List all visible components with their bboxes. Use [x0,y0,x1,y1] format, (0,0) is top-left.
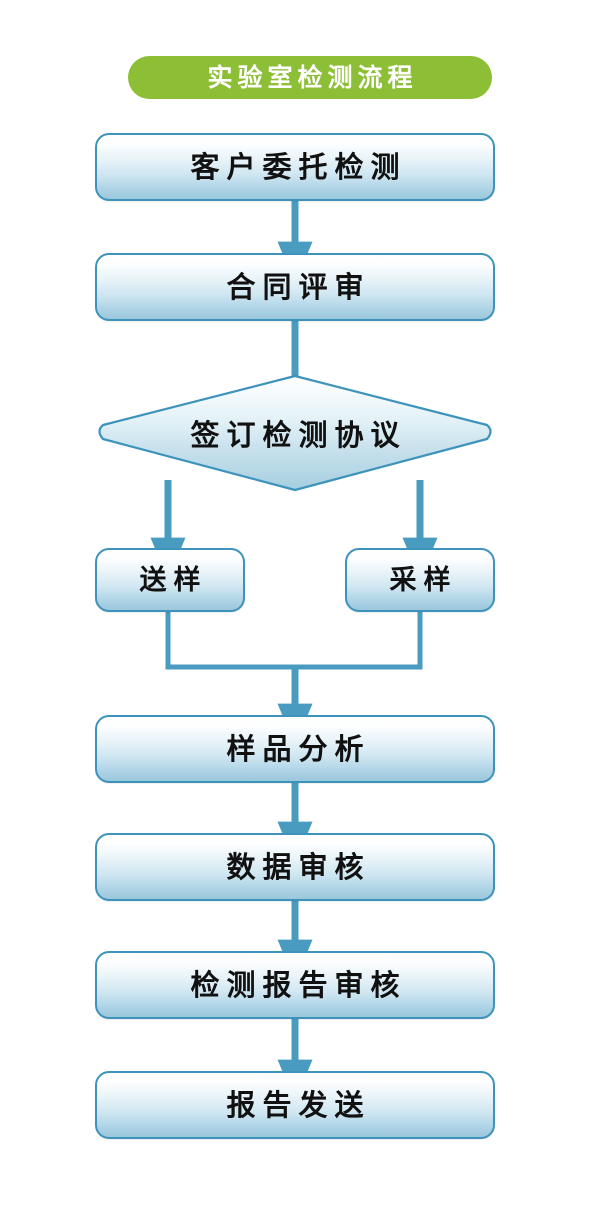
flow-node-contract-review[interactable]: 合同评审 [95,253,495,321]
flow-node-label: 样品分析 [226,731,371,766]
flow-node-label: 合同评审 [226,269,371,304]
flow-node-report-delivery[interactable]: 报告发送 [95,1071,495,1139]
flow-node-sign-agreement[interactable]: 签订检测协议 [95,373,495,493]
flow-node-report-review[interactable]: 检测报告审核 [95,951,495,1019]
flow-node-label: 客户委托检测 [190,149,407,184]
diamond-shape [98,374,492,492]
flow-node-label: 数据审核 [226,849,371,884]
edge-merge-n4-n5-n6 [165,612,423,746]
flow-node-label-wrapper: 签订检测协议 [95,373,495,493]
flow-node-label: 签订检测协议 [190,418,407,452]
flow-node-label: 采样 [389,564,458,596]
flow-node-customer-request[interactable]: 客户委托检测 [95,133,495,201]
flow-node-sample-collection[interactable]: 采样 [345,548,495,612]
flow-node-sample-analysis[interactable]: 样品分析 [95,715,495,783]
flow-node-label: 检测报告审核 [190,967,407,1002]
flow-node-label: 送样 [139,564,208,596]
page-title: 实验室检测流程 [207,63,418,92]
flow-node-sample-delivery[interactable]: 送样 [95,548,245,612]
flowchart-title-banner: 实验室检测流程 [128,56,492,99]
flow-node-data-review[interactable]: 数据审核 [95,833,495,901]
flow-node-label: 报告发送 [226,1087,371,1122]
